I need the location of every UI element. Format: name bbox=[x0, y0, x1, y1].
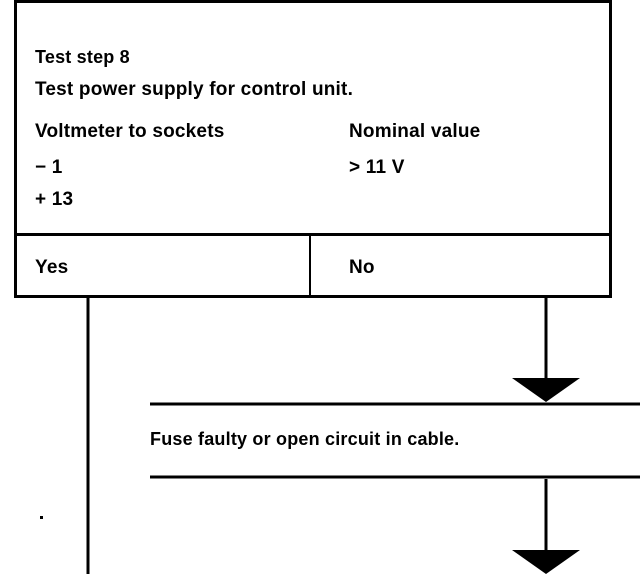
arrow-down-icon bbox=[512, 550, 580, 574]
voltmeter-header: Voltmeter to sockets bbox=[35, 121, 225, 142]
yes-no-divider bbox=[309, 233, 311, 295]
arrow-down-icon bbox=[512, 378, 580, 402]
speck bbox=[40, 516, 43, 519]
test-step-title: Test step 8 bbox=[35, 47, 130, 67]
socket-negative: − 1 bbox=[35, 157, 63, 178]
test-step-instruction: Test power supply for control unit. bbox=[35, 79, 354, 100]
decision-divider bbox=[17, 233, 609, 236]
nominal-value-header: Nominal value bbox=[349, 121, 481, 142]
nominal-value: > 11 V bbox=[349, 157, 405, 178]
result-text: Fuse faulty or open circuit in cable. bbox=[150, 429, 460, 449]
no-label: No bbox=[349, 257, 375, 278]
socket-positive: + 13 bbox=[35, 189, 74, 210]
yes-label: Yes bbox=[35, 257, 69, 278]
test-step-box bbox=[14, 0, 612, 298]
